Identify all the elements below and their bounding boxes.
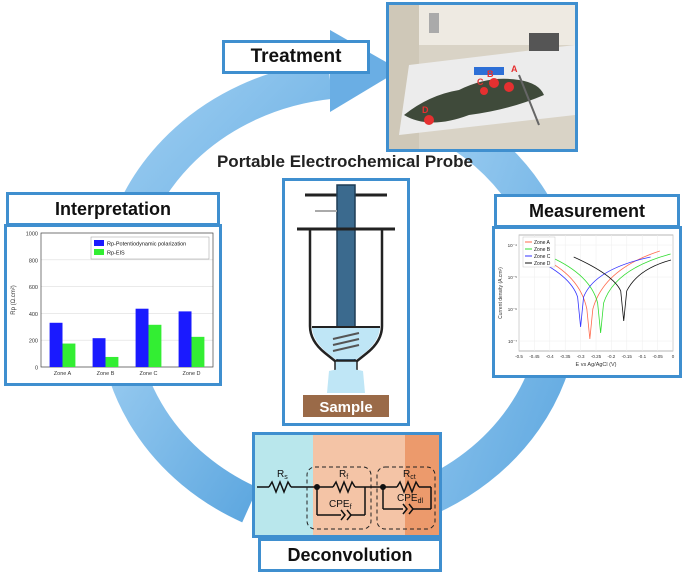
probe-panel: Sample (282, 178, 410, 426)
equivalent-circuit: Rs Rf CPEf Rct CPEdl (255, 435, 439, 535)
x-tick-label: -0.2 (608, 354, 616, 359)
legend-swatch (94, 249, 104, 255)
legend-box (90, 236, 210, 260)
treatment-photo: A B C D (386, 2, 578, 152)
bar-pdp (49, 322, 63, 367)
photo-scene: A B C D (389, 5, 575, 149)
bar-pdp (92, 338, 106, 367)
polarization-curve (530, 256, 651, 328)
sample-block (303, 395, 389, 417)
x-tick-label: Zone C (139, 371, 157, 377)
x-tick-label: -0.35 (560, 354, 571, 359)
resistor-rct (396, 479, 420, 495)
x-tick-label: -0.5 (515, 354, 523, 359)
legend-swatch (94, 240, 104, 246)
sample-label: Sample (319, 399, 372, 416)
x-tick-label: Zone B (97, 371, 115, 377)
resistor-rf (332, 479, 356, 495)
center-title: Portable Electrochemical Probe (216, 152, 474, 171)
y-tick-label: 10⁻⁷ (508, 339, 517, 344)
bar-pdp (178, 311, 192, 367)
x-tick-label: Zone A (54, 371, 72, 377)
y-tick-label: 600 (29, 285, 38, 291)
x-tick-label: -0.4 (546, 354, 554, 359)
y-tick-label: 10⁻⁵ (508, 275, 517, 280)
plot-frame (40, 232, 214, 368)
probe-illustration: Sample (297, 184, 395, 417)
y-axis-label: Current density (A.cm²) (498, 267, 504, 319)
photo-marker-a: A (511, 64, 518, 74)
bar-eis (105, 356, 119, 367)
stage-interpretation-label: Interpretation (6, 192, 220, 226)
bar-eis (148, 324, 162, 367)
photo-marker-b: B (487, 69, 494, 79)
y-axis-label: Rp (Ω.cm²) (11, 285, 17, 314)
x-tick-label: -0.05 (652, 354, 663, 359)
y-tick-label: 10⁻⁴ (508, 243, 517, 248)
polarization-chart: -0.5 -0.45 -0.4 -0.35 -0.3 -0.25 -0.2 -0.15 -0.1… (498, 234, 675, 368)
y-tick-label: 10⁻⁶ (508, 307, 517, 312)
x-tick-label: -0.45 (529, 354, 540, 359)
rs-label: Rs (277, 469, 288, 481)
x-tick-label: -0.1 (638, 354, 646, 359)
stage-deconvolution-label: Deconvolution (258, 538, 442, 572)
bar-eis (191, 336, 205, 367)
y-tick-label: 800 (29, 258, 38, 264)
polarization-curve (539, 250, 660, 340)
stage-treatment-label: Treatment (222, 40, 370, 74)
legend-entry: Zone C (534, 254, 551, 260)
x-tick-label: Zone D (182, 371, 200, 377)
bar-pdp (135, 308, 149, 367)
bar-eis (62, 343, 76, 367)
cpef-label: CPEf (329, 499, 352, 511)
x-tick-label: -0.15 (622, 354, 633, 359)
circuit-panel: Rs Rf CPEf Rct CPEdl (252, 432, 442, 538)
legend-entry: Zone B (534, 247, 551, 253)
rf-label: Rf (339, 469, 348, 481)
legend-entry: Zone D (534, 261, 551, 267)
legend-entry: Rp-EIS (107, 251, 125, 257)
rct-label: Rct (403, 469, 416, 481)
x-tick-label: 0 (672, 354, 675, 359)
y-tick-label: 0 (35, 366, 38, 372)
x-axis-label: E vs Ag/AgCl (V) (576, 362, 617, 368)
polarization-chart-panel: -0.5 -0.45 -0.4 -0.35 -0.3 -0.25 -0.2 -0.15 -0.1… (492, 226, 682, 378)
stage-measurement-label: Measurement (494, 194, 680, 228)
resistor-rs (268, 479, 292, 495)
cpedl-label: CPEdl (397, 493, 423, 505)
x-tick-label: -0.25 (591, 354, 602, 359)
legend-entry: Rp-Potentiodynamic polarization (107, 242, 186, 248)
polarization-curve (550, 253, 671, 334)
y-tick-label: 400 (29, 312, 38, 318)
y-tick-label: 200 (29, 339, 38, 345)
y-tick-label: 1000 (26, 232, 38, 238)
legend-entry: Zone A (534, 240, 551, 246)
polarization-curve (573, 256, 672, 322)
photo-marker-c: C (477, 77, 484, 87)
photo-marker-d: D (422, 105, 429, 115)
x-tick-label: -0.3 (577, 354, 585, 359)
